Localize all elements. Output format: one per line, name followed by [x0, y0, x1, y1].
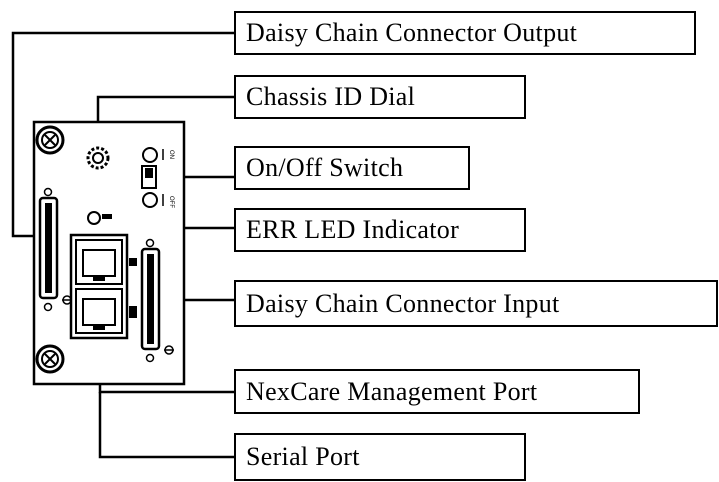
daisy-connector-input-icon	[140, 238, 174, 363]
label-daisy-chain-output: Daisy Chain Connector Output	[234, 11, 696, 55]
leader-serial	[98, 392, 234, 459]
label-err-led: ERR LED Indicator	[234, 208, 526, 252]
port-group-icon	[69, 233, 137, 340]
label-on-off-switch: On/Off Switch	[234, 146, 470, 190]
switch-on-text: ON	[168, 150, 174, 159]
err-led-icon	[87, 211, 112, 225]
label-nexcare-port: NexCare Management Port	[234, 369, 640, 414]
label-daisy-chain-input: Daisy Chain Connector Input	[234, 280, 718, 327]
device-panel: ON OFF	[32, 120, 186, 386]
leader-lines	[11, 31, 234, 459]
thumbscrew-bottom-icon	[35, 344, 65, 374]
chassis-id-dial-icon	[86, 146, 110, 170]
label-chassis-id-dial: Chassis ID Dial	[234, 75, 526, 119]
leader-daisy-output	[11, 31, 234, 238]
on-off-switch-icon	[141, 147, 164, 208]
label-serial-port: Serial Port	[234, 433, 526, 481]
thumbscrew-top-icon	[35, 125, 65, 155]
switch-off-text: OFF	[168, 196, 174, 208]
